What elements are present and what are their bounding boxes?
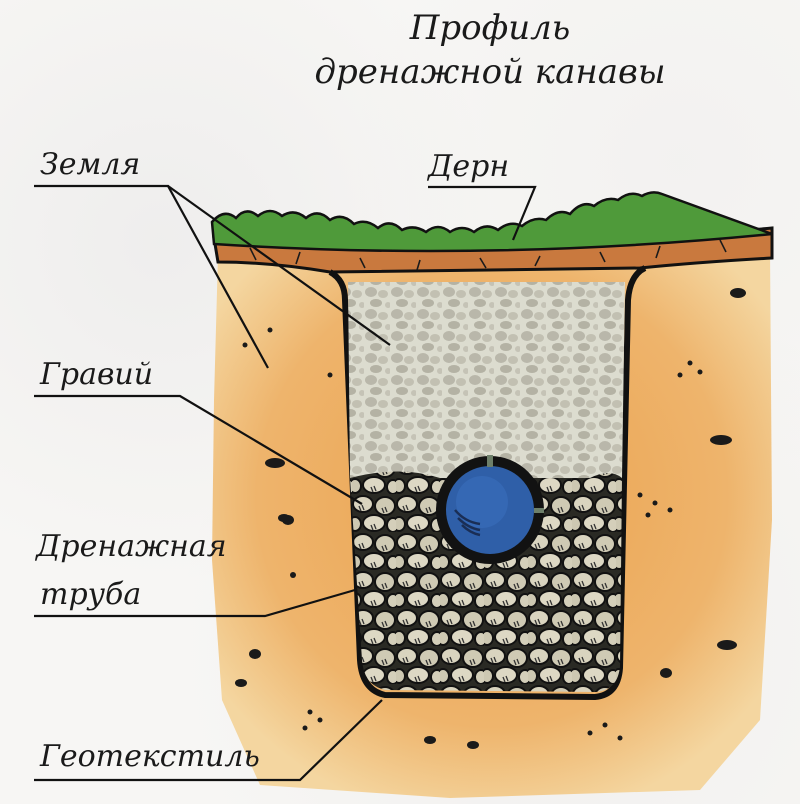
topsoil-texture [249, 239, 727, 271]
diagram-title: Профиль дренажной канавы [290, 6, 690, 94]
label-geotextile: Геотекстиль [40, 739, 260, 774]
label-soil: Земля [40, 147, 141, 182]
label-drain-pipe-line-1: Дренажная [36, 529, 227, 564]
coarse-gravel-layer [350, 471, 622, 692]
fine-gravel-layer [348, 282, 625, 478]
trench-geotextile [328, 265, 647, 701]
leader-soil-2 [167, 185, 391, 346]
grass-turf [210, 191, 773, 253]
leader-turf [428, 185, 537, 241]
drain-pipe [436, 455, 544, 564]
label-turf: Дерн [428, 149, 510, 184]
title-line-2: дренажной канавы [314, 52, 666, 92]
soil-specks [235, 288, 746, 749]
label-drain-pipe-line-2: труба [40, 577, 142, 612]
label-gravel: Гравий [40, 357, 154, 392]
leader-pipe [34, 588, 356, 618]
leader-lines [34, 184, 537, 782]
leader-gravel [34, 394, 363, 505]
title-line-1: Профиль [409, 8, 571, 48]
leader-geotextile [34, 699, 383, 782]
